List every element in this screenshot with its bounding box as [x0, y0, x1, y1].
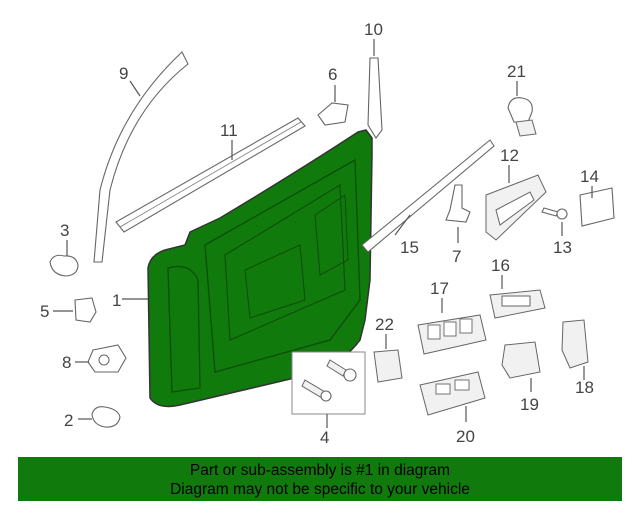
part-17-window-switch[interactable]	[417, 314, 487, 355]
part-2-clip[interactable]	[91, 406, 121, 428]
callout-14: 14	[580, 167, 599, 186]
callout-21: 21	[507, 62, 526, 81]
part-13-screw[interactable]	[541, 207, 568, 220]
part-9-pillar-trim[interactable]	[93, 51, 189, 263]
info-banner: Part or sub-assembly is #1 in diagram Di…	[18, 457, 622, 501]
part-6-bracket[interactable]	[317, 102, 349, 126]
part-20-master-switch[interactable]	[419, 371, 486, 416]
part-14-cover[interactable]	[579, 187, 615, 227]
callout-3: 3	[60, 221, 69, 240]
callout-5: 5	[40, 302, 49, 321]
part-3-clip[interactable]	[49, 254, 79, 277]
callout-18: 18	[575, 378, 594, 397]
callout-12: 12	[500, 146, 519, 165]
callout-13: 13	[553, 238, 572, 257]
callout-4: 4	[320, 428, 329, 447]
callout-7: 7	[452, 247, 461, 266]
part-7-bracket[interactable]	[445, 184, 471, 223]
part-18-lock-switch[interactable]	[561, 319, 589, 369]
callout-10: 10	[364, 20, 383, 39]
part-10-trim-strip[interactable]	[367, 57, 383, 139]
callout-19: 19	[520, 395, 539, 414]
callout-15: 15	[400, 238, 419, 257]
part-1-door-trim-panel[interactable]	[147, 129, 373, 408]
part-8-handle-bracket[interactable]	[87, 344, 127, 373]
part-12-handle-bezel[interactable]	[485, 174, 547, 241]
callout-6: 6	[328, 65, 337, 84]
callout-11: 11	[220, 121, 238, 140]
callout-9: 9	[119, 64, 128, 83]
callout-22: 22	[375, 315, 394, 334]
banner-line-2: Diagram may not be specific to your vehi…	[170, 481, 470, 498]
part-16-switch[interactable]	[489, 289, 546, 319]
callout-8: 8	[62, 353, 71, 372]
part-5-bracket[interactable]	[74, 297, 97, 323]
callout-17: 17	[430, 279, 449, 298]
callout-20: 20	[456, 427, 475, 446]
part-21-bulb-socket[interactable]	[507, 97, 537, 137]
part-19-switch[interactable]	[501, 341, 541, 379]
part-22-connector[interactable]	[373, 349, 403, 383]
part-11-weatherstrip[interactable]	[115, 117, 306, 233]
part-15-trim-strip[interactable]	[361, 139, 495, 253]
callout-1: 1	[112, 291, 121, 310]
banner-line-1: Part or sub-assembly is #1 in diagram	[189, 462, 451, 479]
callout-16: 16	[491, 256, 510, 275]
part-4-clip-kit[interactable]	[291, 351, 366, 415]
callout-2: 2	[64, 411, 73, 430]
